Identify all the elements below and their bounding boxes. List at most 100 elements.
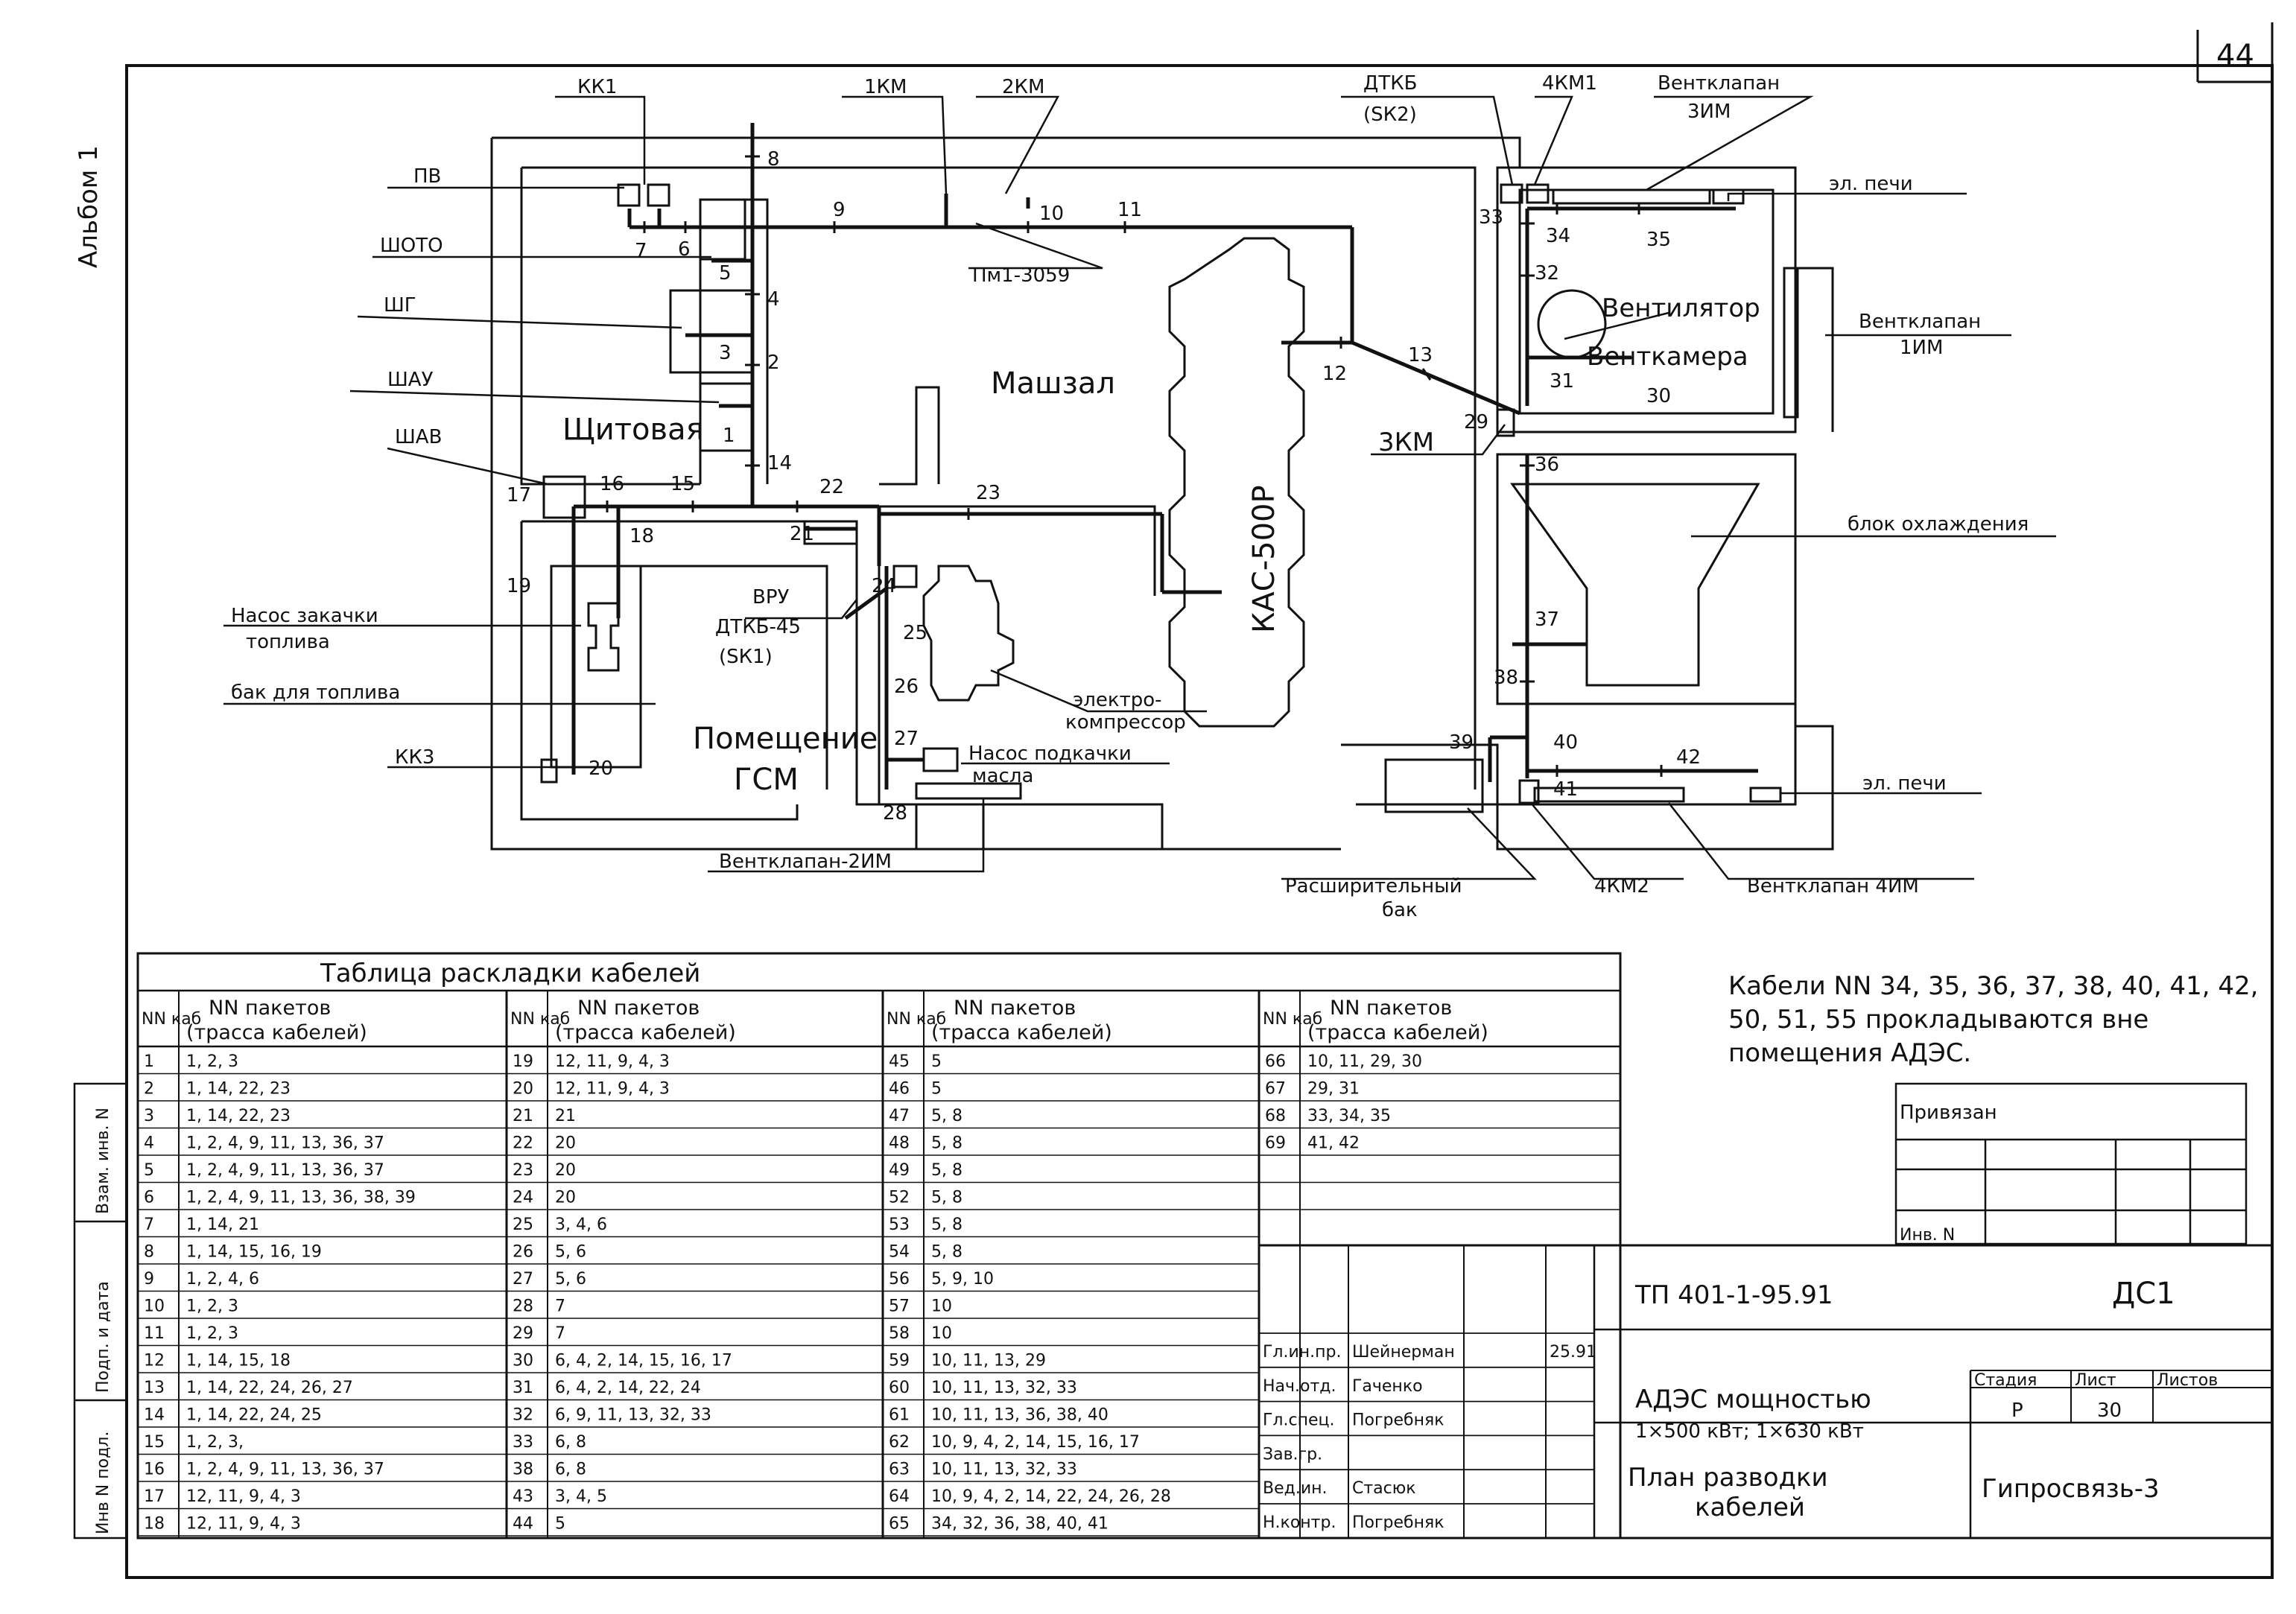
node-20: 20 — [589, 757, 613, 780]
label-shchitovaya: Щитовая — [562, 413, 704, 447]
cable-num-cell: 24 — [513, 1189, 533, 1207]
sheets-label: Листов — [2157, 1371, 2218, 1390]
cable-num-cell: 6 — [144, 1189, 154, 1207]
cable-num-cell: 28 — [513, 1297, 533, 1316]
node-40: 40 — [1553, 731, 1578, 754]
cable-num-cell: 9 — [144, 1270, 154, 1289]
callout-shchoto: ШОТО — [380, 235, 443, 257]
cable-num-cell: 16 — [144, 1461, 165, 1479]
tb-role: Н.контр. — [1263, 1513, 1336, 1532]
node-27: 27 — [894, 728, 919, 750]
cable-path-cell: 5, 8 — [931, 1161, 963, 1180]
callout-nasos-zakachki: Насос закачки — [231, 605, 378, 627]
node-7: 7 — [635, 240, 647, 262]
side-stamp-inv: Инв N подл. — [94, 1432, 112, 1534]
tb-date: 25.91 — [1550, 1343, 1596, 1362]
cable-num-cell: 59 — [889, 1352, 910, 1370]
cable-path-cell: 5, 6 — [555, 1270, 586, 1289]
callout-shg: ШГ — [384, 294, 416, 317]
node-28: 28 — [883, 802, 907, 825]
page-number: 44 — [2216, 39, 2254, 73]
cable-path-cell: 12, 11, 9, 4, 3 — [555, 1052, 670, 1071]
cable-path-cell: 1, 14, 22, 23 — [186, 1107, 291, 1125]
node-23: 23 — [976, 482, 1000, 504]
callout-ventklapan-3im-b: 3ИМ — [1687, 101, 1731, 123]
cable-num-cell: 13 — [144, 1379, 165, 1397]
side-stamp-podp: Подп. и дата — [94, 1281, 112, 1393]
cable-path-cell: 1, 14, 22, 24, 25 — [186, 1406, 322, 1425]
callout-bak: бак для топлива — [231, 681, 400, 704]
note-line-1: Кабели NN 34, 35, 36, 37, 38, 40, 41, 42… — [1728, 971, 2258, 1001]
callout-dtkb45: ДТКБ-45 — [715, 616, 801, 638]
cable-num-cell: 8 — [144, 1243, 154, 1262]
cable-num-cell: 26 — [513, 1243, 533, 1262]
node-37: 37 — [1535, 609, 1559, 631]
col-header-num: NN каб — [887, 1010, 946, 1029]
col-header-num: NN каб — [142, 1010, 201, 1029]
org-name: Гипросвязь-3 — [1982, 1474, 2160, 1504]
cable-num-cell: 4 — [144, 1134, 154, 1153]
callout-elektro-b: компрессор — [1065, 711, 1186, 734]
col-header-path-2: (трасса кабелей) — [931, 1021, 1112, 1044]
stage-label: Стадия — [1974, 1371, 2037, 1390]
tb-name: Стасюк — [1352, 1479, 1416, 1498]
cable-num-cell: 2 — [144, 1080, 154, 1099]
fuel-tank — [550, 565, 642, 769]
cable-num-cell: 60 — [889, 1379, 910, 1397]
cable-path-cell: 1, 14, 22, 24, 26, 27 — [186, 1379, 353, 1397]
label-ventkamera: Венткамера — [1587, 342, 1748, 372]
binding-inv: Инв. N — [1900, 1226, 1955, 1245]
callout-labels: КК1 1КМ 2КМ ДТКБ (SК2) 4КМ1 Вентклапан 3… — [231, 72, 1981, 921]
node-34: 34 — [1546, 225, 1570, 247]
node-8: 8 — [767, 148, 780, 171]
room-labels: Машзал Щитовая Помещение ГСМ Венткамера … — [562, 293, 2029, 797]
col-header-path-2: (трасса кабелей) — [1307, 1021, 1488, 1044]
node-25: 25 — [903, 622, 927, 644]
cable-num-cell: 46 — [889, 1080, 910, 1099]
tb-name: Гаченко — [1352, 1377, 1423, 1396]
cable-num-cell: 45 — [889, 1052, 910, 1071]
label-kas500r: КАС-500Р — [1247, 485, 1281, 633]
node-21: 21 — [790, 523, 814, 545]
object-line-2: 1×500 кВт; 1×630 кВт — [1635, 1420, 1864, 1443]
node-18: 18 — [630, 525, 654, 547]
note-line-3: помещения АДЭС. — [1728, 1038, 1971, 1068]
callout-2km: 2КМ — [1002, 76, 1044, 98]
cable-path-cell: 5 — [931, 1080, 942, 1099]
cable-path-cell: 1, 2, 3, — [186, 1433, 244, 1452]
electro-compressor-icon — [922, 565, 1015, 702]
cable-num-cell: 54 — [889, 1243, 910, 1262]
cable-num-cell: 30 — [513, 1352, 533, 1370]
cable-path-cell: 10, 11, 13, 36, 38, 40 — [931, 1406, 1109, 1425]
node-11: 11 — [1117, 199, 1142, 221]
cable-num-cell: 11 — [144, 1324, 165, 1343]
node-35: 35 — [1646, 229, 1671, 251]
cable-path-cell: 12, 11, 9, 4, 3 — [555, 1080, 670, 1099]
ventklapan-3im-unit — [1552, 188, 1711, 205]
node-31: 31 — [1550, 370, 1574, 393]
cable-path-cell: 20 — [555, 1189, 576, 1207]
cable-num-cell: 47 — [889, 1107, 910, 1125]
col-header-path-2: (трасса кабелей) — [186, 1021, 367, 1044]
cable-path-cell: 3, 4, 5 — [555, 1487, 607, 1506]
cable-path-cell: 1, 2, 3 — [186, 1297, 238, 1316]
cable-path-cell: 1, 2, 4, 9, 11, 13, 36, 37 — [186, 1161, 384, 1180]
cable-path-cell: 6, 8 — [555, 1433, 586, 1452]
fuel-pump-icon — [587, 602, 620, 672]
cable-num-cell: 44 — [513, 1515, 533, 1534]
cable-path-cell: 10, 9, 4, 2, 14, 22, 24, 26, 28 — [931, 1487, 1171, 1506]
callout-ventklapan-1im: Вентклапан — [1859, 311, 1981, 333]
oil-pump-icon — [922, 747, 959, 772]
binding-block — [1894, 1082, 2248, 1245]
cable-path-cell: 6, 4, 2, 14, 15, 16, 17 — [555, 1352, 732, 1370]
callout-el-pechi-2: эл. печи — [1862, 772, 1947, 795]
callout-nasos-podkachki-b: масла — [972, 765, 1033, 787]
col-header-path-1: NN пакетов — [1330, 997, 1452, 1020]
sheet-label: Лист — [2075, 1371, 2116, 1390]
cable-num-cell: 65 — [889, 1515, 910, 1534]
callout-ventklapan-3im: Вентклапан — [1658, 72, 1780, 95]
node-9: 9 — [833, 199, 846, 221]
box-kk1-b — [647, 183, 670, 207]
callout-nasos-podkachki: Насос подкачки — [968, 743, 1132, 765]
